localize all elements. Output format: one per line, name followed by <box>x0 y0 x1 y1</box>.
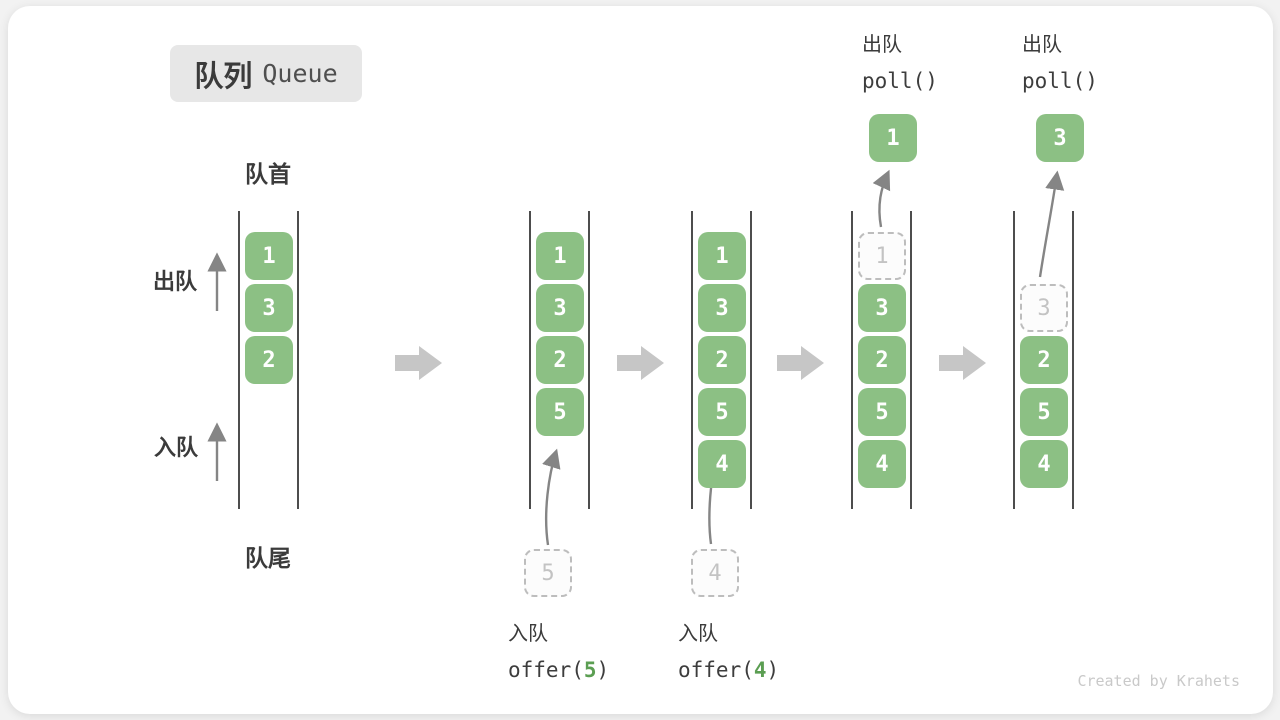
signature: Created by Krahets <box>1077 672 1240 690</box>
queue-cell: 4 <box>858 440 906 488</box>
queue-cell: 2 <box>858 336 906 384</box>
queue-cell: 4 <box>1020 440 1068 488</box>
poll-label-cn: 出队 <box>862 34 902 56</box>
poll-label-code: poll() <box>862 69 938 93</box>
poll-operation-label-1: 出队 poll() <box>862 27 938 99</box>
queue-cell: 2 <box>698 336 746 384</box>
title-box: 队列 Queue <box>170 45 362 102</box>
offer-operation-label-2: 入队 offer(4) <box>678 616 779 688</box>
title-en: Queue <box>262 59 338 88</box>
queue-cell: 2 <box>536 336 584 384</box>
offer-code-prefix: offer( <box>508 658 584 682</box>
offer-code-suffix: ) <box>766 658 780 682</box>
queue-cell: 1 <box>536 232 584 280</box>
enqueue-side-label: 入队 <box>154 435 199 460</box>
offer-operation-label-1: 入队 offer(5) <box>508 616 609 688</box>
queue-cell: 5 <box>536 388 584 436</box>
offer-code-prefix: offer( <box>678 658 754 682</box>
queue-cell: 2 <box>1020 336 1068 384</box>
dequeue-side-label: 出队 <box>153 269 198 294</box>
queue-cell: 3 <box>698 284 746 332</box>
offer-code-arg: 5 <box>583 658 597 682</box>
offer-label-cn: 入队 <box>678 623 718 645</box>
poll-label-cn: 出队 <box>1022 34 1062 56</box>
poll-result-box-1: 1 <box>869 114 917 162</box>
queue-cell: 3 <box>858 284 906 332</box>
enqueue-input-box-4: 4 <box>691 549 739 597</box>
queue-cell-ghost: 3 <box>1020 284 1068 332</box>
queue-cell: 3 <box>245 284 293 332</box>
offer-label-cn: 入队 <box>508 623 548 645</box>
queue-cell: 5 <box>1020 388 1068 436</box>
offer-code-suffix: ) <box>596 658 610 682</box>
offer-label-code: offer(4) <box>678 652 779 688</box>
enqueue-input-box-5: 5 <box>524 549 572 597</box>
queue-cell: 5 <box>698 388 746 436</box>
queue-head-label: 队首 <box>245 161 291 187</box>
queue-cell: 1 <box>698 232 746 280</box>
queue-cell: 3 <box>536 284 584 332</box>
title-cn: 队列 <box>194 60 253 93</box>
diagram-card <box>8 6 1273 714</box>
queue-cell-ghost: 1 <box>858 232 906 280</box>
queue-cell: 4 <box>698 440 746 488</box>
poll-operation-label-2: 出队 poll() <box>1022 27 1098 99</box>
offer-label-code: offer(5) <box>508 652 609 688</box>
poll-result-box-3: 3 <box>1036 114 1084 162</box>
poll-label-code: poll() <box>1022 69 1098 93</box>
queue-cell: 5 <box>858 388 906 436</box>
queue-cell: 2 <box>245 336 293 384</box>
queue-tail-label: 队尾 <box>245 545 291 571</box>
queue-cell: 1 <box>245 232 293 280</box>
offer-code-arg: 4 <box>753 658 767 682</box>
